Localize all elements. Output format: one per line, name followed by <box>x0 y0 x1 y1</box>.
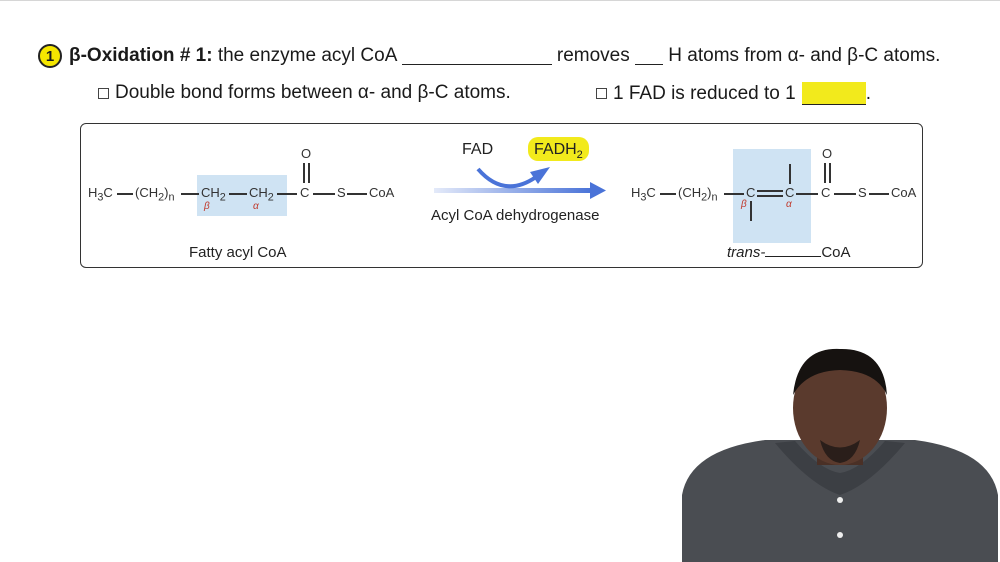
cofactor-fadh2: FADH2 <box>534 141 583 162</box>
bond-line <box>229 193 247 195</box>
question-text-b: removes <box>551 45 636 66</box>
cofactor-fad: FAD <box>462 141 494 158</box>
product-carbonyl-o: O <box>822 146 833 161</box>
reactant-carbonyl-c: C <box>300 185 310 200</box>
reactant-carbonyl-o: O <box>301 146 312 161</box>
bond-line <box>869 193 889 195</box>
product-caption: trans-CoA <box>727 244 851 261</box>
product-h3c: H3C <box>631 185 656 204</box>
reactant-ch2n: (CH2)n <box>135 185 175 204</box>
bond-line <box>313 193 335 195</box>
product-carbonyl-c: C <box>821 185 831 200</box>
product-sulfur: S <box>858 185 867 200</box>
answer-blank-fadh2[interactable] <box>801 82 866 105</box>
product-coa: CoA <box>891 185 917 200</box>
checklist-item-fad: 1 FAD is reduced to 1 . <box>596 82 871 105</box>
question-text-a: the enzyme acyl CoA <box>212 45 402 66</box>
reactant-coa: CoA <box>369 185 395 200</box>
top-divider <box>0 0 1000 1</box>
question-title: β-Oxidation # 1: <box>69 45 213 66</box>
product-alpha-label: α <box>786 199 792 210</box>
question-line: 1 β-Oxidation # 1: the enzyme acyl CoA r… <box>38 44 940 68</box>
reactant-h3c: H3C <box>88 185 113 204</box>
product-ch2n: (CH2)n <box>678 185 718 204</box>
bond-line <box>834 193 856 195</box>
checklist-item-label: 1 FAD is reduced to 1 <box>613 82 796 104</box>
reactant-beta-label: β <box>204 201 210 212</box>
checklist-item-suffix: . <box>865 82 871 104</box>
product-beta-label: β <box>741 199 747 210</box>
double-bond-line <box>303 163 305 183</box>
double-bond-line <box>824 163 826 183</box>
reactant-ch2-beta: CH2 <box>201 185 226 204</box>
double-bond-line <box>757 190 783 192</box>
checkbox-icon[interactable] <box>596 88 607 99</box>
bond-line <box>347 193 367 195</box>
bond-line <box>724 193 744 195</box>
instructor-video <box>682 348 998 562</box>
bond-line <box>117 193 133 195</box>
product-c-beta: C <box>746 185 756 200</box>
reactant-ch2-alpha: CH2 <box>249 185 274 204</box>
bond-line <box>277 193 297 195</box>
reaction-arrow <box>434 167 606 199</box>
reaction-scheme: H3C (CH2)n CH2 CH2 C O S CoA β α Fatty a… <box>80 123 923 268</box>
beta-h-bond <box>750 201 752 221</box>
question-number-badge: 1 <box>38 44 62 68</box>
question-text-c: H atoms from α- and β-C atoms. <box>663 45 941 66</box>
alpha-h-bond <box>789 164 791 184</box>
reactant-caption: Fatty acyl CoA <box>189 244 287 261</box>
reactant-sulfur: S <box>337 185 346 200</box>
bond-line <box>181 193 199 195</box>
double-bond-line <box>829 163 831 183</box>
product-c-alpha: C <box>785 185 795 200</box>
enzyme-label: Acyl CoA dehydrogenase <box>431 207 600 224</box>
reactant-alpha-beta-highlight <box>197 175 287 216</box>
answer-blank-count[interactable] <box>635 48 664 65</box>
bond-line <box>796 193 818 195</box>
checklist-item-double-bond: Double bond forms between α- and β-C ato… <box>98 82 511 104</box>
checklist-item-label: Double bond forms between α- and β-C ato… <box>115 82 511 103</box>
answer-blank-enzyme[interactable] <box>401 48 552 65</box>
bond-line <box>660 193 676 195</box>
reactant-alpha-label: α <box>253 201 259 212</box>
double-bond-line <box>308 163 310 183</box>
double-bond-line <box>757 195 783 197</box>
answer-blank-product[interactable] <box>765 244 822 257</box>
fadh2-highlight <box>528 137 589 161</box>
checkbox-icon[interactable] <box>98 87 109 99</box>
